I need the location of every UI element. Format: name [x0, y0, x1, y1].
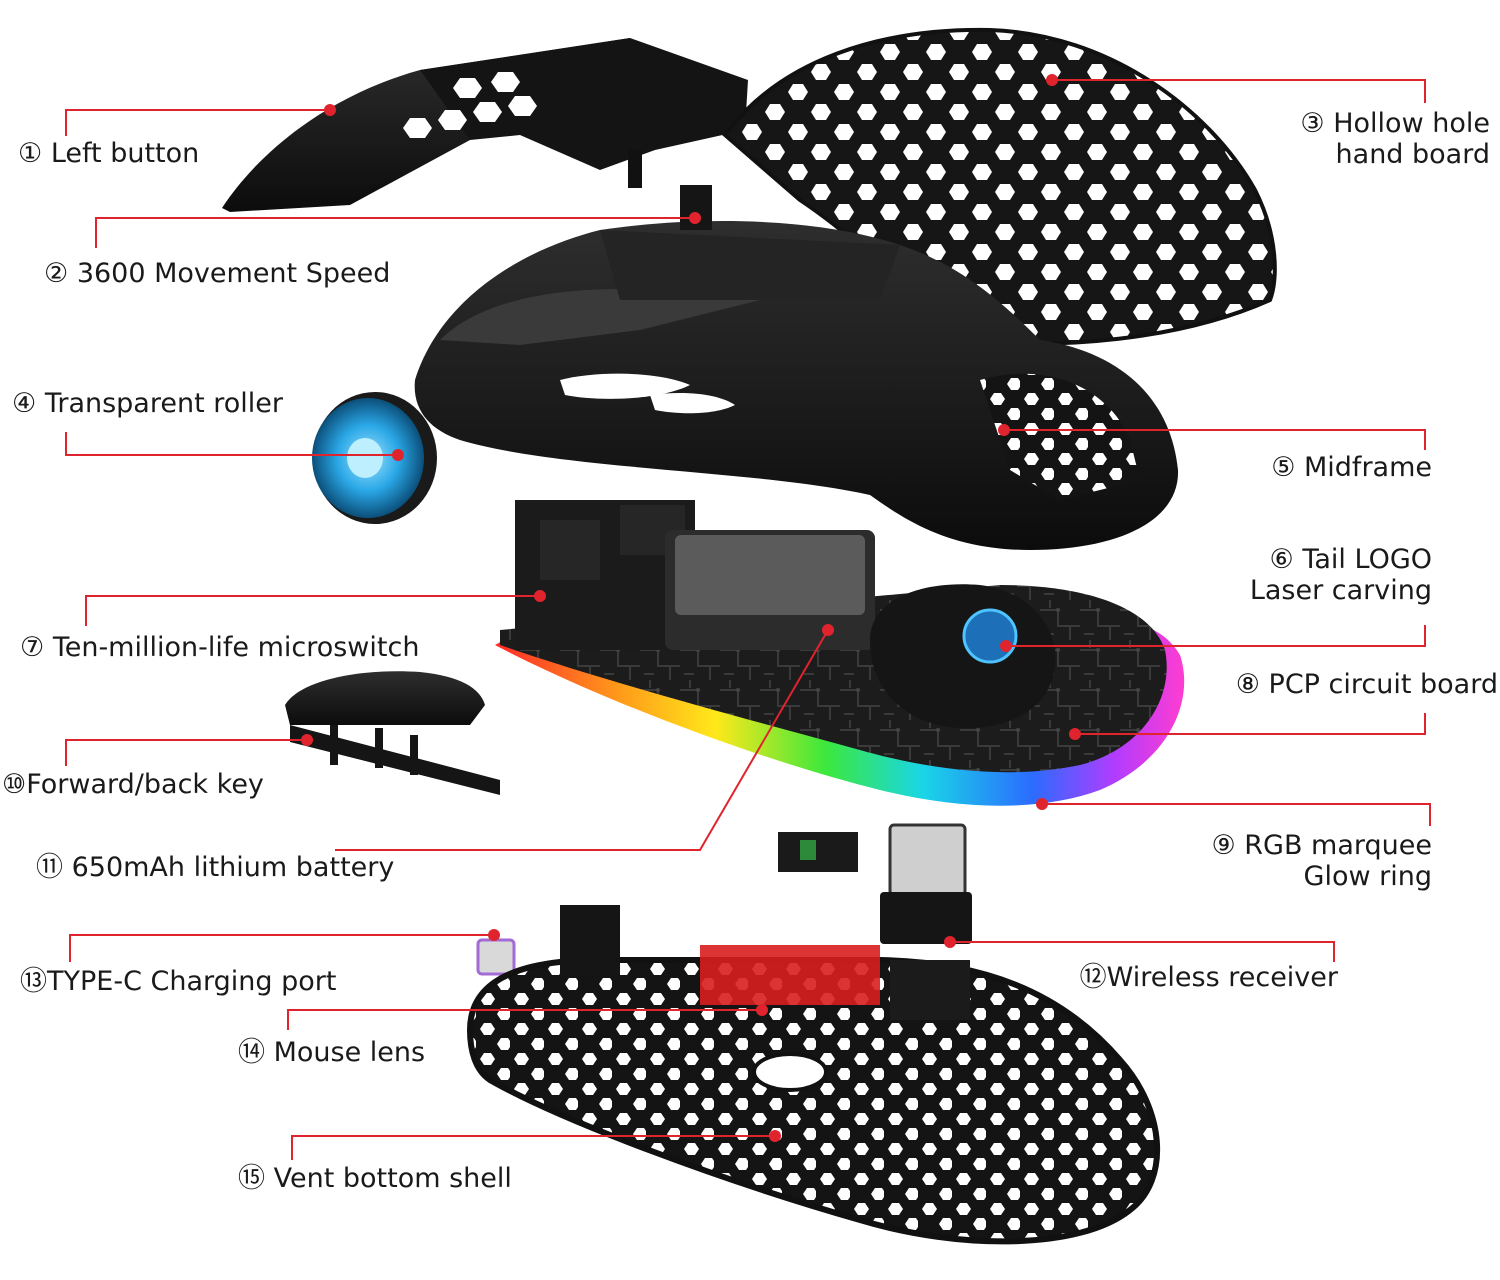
label-number: ⑥	[1269, 544, 1294, 575]
label-microswitch: ⑦ Ten-million-life microswitch	[20, 632, 419, 663]
label-midframe: ⑤ Midframe	[1232, 452, 1432, 483]
leader-pcb	[1075, 713, 1426, 735]
label-number: ②	[44, 258, 69, 289]
leader-rgb-ring-dot	[1036, 798, 1048, 810]
leader-battery-dot	[822, 624, 834, 636]
label-text: 3600 Movement Speed	[76, 258, 391, 289]
leader-receiver-dot	[944, 936, 956, 948]
label-hollow-hole-hand-board: ③ Hollow hole hand board	[1240, 108, 1490, 170]
leader-mouse-lens	[287, 1009, 762, 1030]
label-text: Mouse lens	[273, 1037, 426, 1068]
leader-left-button	[65, 109, 330, 136]
leader-forward-back	[65, 739, 307, 766]
label-tail-logo: ⑥ Tail LOGO Laser carving	[1200, 544, 1432, 606]
label-number: ⑬	[20, 966, 47, 997]
leader-mouse-lens-dot	[756, 1004, 768, 1016]
leader-hand-board	[1052, 79, 1426, 103]
label-text: Laser carving	[1249, 575, 1432, 606]
label-text: Midframe	[1304, 452, 1432, 483]
label-rgb-marquee: ⑨ RGB marquee Glow ring	[1170, 830, 1432, 892]
forward-back-key-part	[285, 671, 500, 795]
label-number: ①	[18, 138, 43, 169]
type-c-part	[476, 938, 516, 976]
leader-type-c-dot	[488, 929, 500, 941]
label-lithium-battery: ⑪ 650mAh lithium battery	[36, 852, 394, 883]
label-text: Glow ring	[1303, 861, 1432, 892]
label-text: Forward/back key	[26, 769, 264, 800]
leader-movement-speed	[95, 217, 695, 248]
receiver-part	[778, 823, 972, 944]
label-text: Ten-million-life microswitch	[52, 632, 420, 663]
leader-pcb-dot	[1069, 728, 1081, 740]
label-number: ⑪	[36, 852, 63, 883]
label-text: Wireless receiver	[1106, 962, 1338, 993]
label-number: ⑮	[238, 1163, 265, 1194]
leader-lines	[65, 74, 1431, 1160]
label-text: Left button	[50, 138, 200, 169]
label-text: Transparent roller	[44, 388, 283, 419]
leader-movement-speed-dot	[689, 212, 701, 224]
leader-battery	[335, 629, 829, 851]
midframe-part	[414, 185, 1179, 550]
leader-forward-back-dot	[301, 734, 313, 746]
label-text: Hollow hole	[1333, 108, 1490, 139]
label-text: Vent bottom shell	[273, 1163, 512, 1194]
label-number: ⑨	[1211, 830, 1236, 861]
leader-type-c	[69, 934, 494, 962]
label-number: ⑤	[1271, 452, 1296, 483]
leader-tail-logo-dot	[1000, 640, 1012, 652]
label-text: Tail LOGO	[1302, 544, 1432, 575]
roller-part	[312, 392, 437, 524]
leader-midframe	[1004, 429, 1426, 450]
label-text: PCP circuit board	[1268, 669, 1498, 700]
leader-receiver	[950, 941, 1335, 962]
label-vent-bottom-shell: ⑮ Vent bottom shell	[238, 1163, 512, 1194]
pcb-part	[495, 500, 1185, 806]
leader-roller	[65, 432, 398, 456]
label-left-button: ① Left button	[18, 138, 199, 169]
label-number: ④	[12, 388, 37, 419]
label-movement-speed: ② 3600 Movement Speed	[44, 258, 390, 289]
label-text: TYPE-C Charging port	[47, 966, 337, 997]
label-mouse-lens: ⑭ Mouse lens	[238, 1037, 425, 1068]
label-transparent-roller: ④ Transparent roller	[12, 388, 283, 419]
label-number: ③	[1300, 108, 1325, 139]
leader-microswitch	[85, 595, 540, 626]
leader-roller-dot	[392, 449, 404, 461]
leader-midframe-dot	[998, 424, 1010, 436]
label-type-c-port: ⑬TYPE-C Charging port	[20, 966, 336, 997]
bottom-shell-part	[466, 905, 1161, 1245]
label-number: ⑫	[1079, 962, 1107, 993]
leader-bottom-shell	[291, 1135, 775, 1160]
label-number: ⑭	[238, 1037, 265, 1068]
leader-microswitch-dot	[534, 590, 546, 602]
leader-bottom-shell-dot	[769, 1130, 781, 1142]
leader-left-button-dot	[324, 104, 336, 116]
leader-rgb-ring	[1042, 803, 1431, 826]
leader-tail-logo	[1006, 625, 1426, 647]
label-pcp-circuit-board: ⑧ PCP circuit board	[1160, 669, 1498, 700]
label-number: ⑩	[2, 769, 27, 800]
left-button-part	[222, 38, 748, 212]
leader-hand-board-dot	[1046, 74, 1058, 86]
label-text: 650mAh lithium battery	[71, 852, 395, 883]
label-text: RGB marquee	[1244, 830, 1432, 861]
label-text: hand board	[1335, 139, 1490, 170]
label-number: ⑧	[1235, 669, 1260, 700]
label-wireless-receiver: ⑫Wireless receiver	[1030, 962, 1338, 993]
label-number: ⑦	[20, 632, 45, 663]
label-forward-back-key: ⑩Forward/back key	[2, 769, 264, 800]
